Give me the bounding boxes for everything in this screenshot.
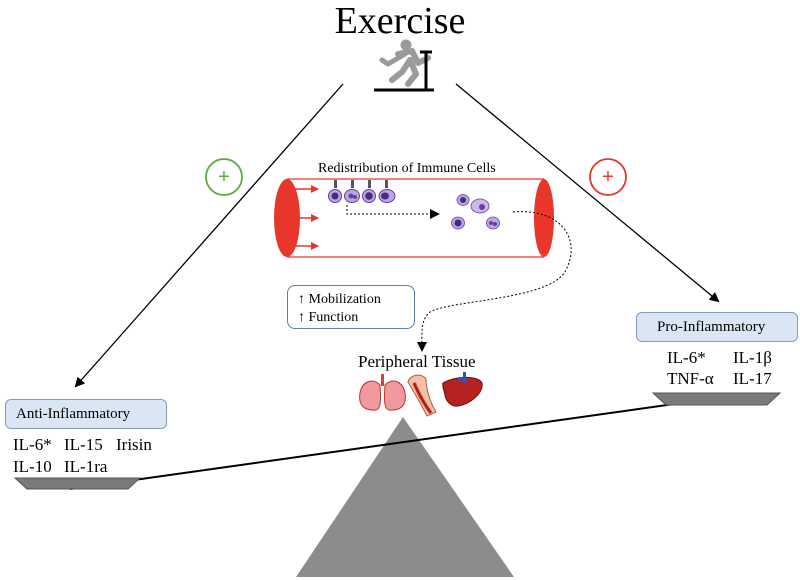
mobilization-line-2: ↑ Function — [298, 310, 359, 325]
redistribution-label: Redistribution of Immune Cells — [318, 161, 496, 176]
pro-inflammatory-label: Pro-Inflammatory — [657, 319, 766, 335]
right-pan — [651, 392, 782, 406]
anti-inflammatory-box: Anti-Inflammatory — [5, 399, 167, 429]
anti-cytokine-il10: IL-10 — [13, 457, 52, 476]
pro-cytokine-tnfa: TNF-α — [667, 369, 714, 388]
fulcrum-triangle — [296, 417, 514, 577]
anti-inflammatory-label: Anti-Inflammatory — [16, 406, 131, 422]
treadmill-runner-icon — [374, 39, 434, 92]
mobilization-line-1: ↑ Mobilization — [298, 292, 381, 307]
exercise-title: Exercise — [334, 0, 466, 42]
anti-cytokine-irisin: Irisin — [116, 435, 152, 454]
blood-vessel — [274, 178, 554, 258]
pro-plus-sign: + — [602, 166, 614, 188]
artery-icon — [407, 374, 437, 417]
tissue-migration-path — [416, 211, 572, 352]
pro-cytokine-il6: IL-6* — [667, 348, 706, 367]
adherent-immune-cells — [328, 180, 396, 203]
lungs-icon — [359, 374, 406, 411]
balance-beam — [69, 396, 725, 490]
peripheral-tissue-label: Peripheral Tissue — [358, 352, 476, 371]
arrow-to-anti-inflammatory — [74, 83, 344, 388]
pro-plus-circle — [589, 158, 627, 196]
left-pan — [13, 477, 142, 490]
pro-cytokine-il17: IL-17 — [733, 369, 772, 388]
anti-cytokine-il6: IL-6* — [13, 435, 52, 454]
arrow-to-pro-inflammatory — [455, 83, 720, 303]
pro-cytokine-il1b: IL-1β — [733, 348, 772, 367]
anti-cytokine-il15: IL-15 — [64, 435, 103, 454]
mobilization-box: ↑ Mobilization ↑ Function — [287, 285, 415, 329]
circulating-immune-cells — [451, 194, 500, 230]
cell-migration-path — [346, 205, 440, 219]
anti-cytokine-il1ra: IL-1ra — [64, 457, 108, 476]
pro-inflammatory-box: Pro-Inflammatory — [636, 312, 798, 342]
anti-plus-circle — [205, 158, 243, 196]
anti-plus-sign: + — [218, 166, 230, 188]
liver-icon — [442, 372, 483, 407]
